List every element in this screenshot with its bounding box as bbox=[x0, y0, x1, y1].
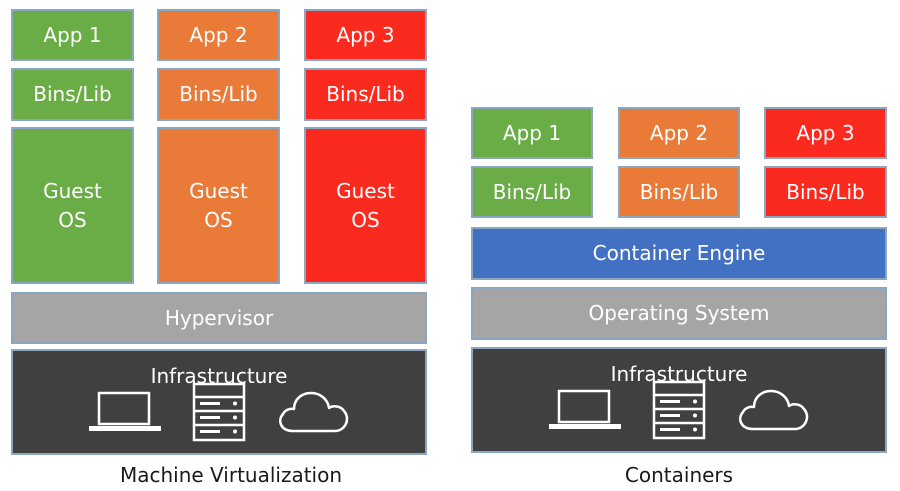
vm-guest-os-2-box: Guest OS bbox=[157, 127, 280, 284]
ct-operating-system-label: Operating System bbox=[588, 301, 770, 325]
ct-bins-1-box: Bins/Lib bbox=[471, 166, 593, 218]
vm-caption: Machine Virtualization bbox=[119, 463, 343, 487]
ct-container-engine-label: Container Engine bbox=[592, 241, 766, 265]
vm-bins-3-label: Bins/Lib bbox=[326, 82, 405, 106]
vm-app-1-label: App 1 bbox=[43, 22, 102, 47]
cloud-icon bbox=[275, 389, 351, 443]
ct-app-1-label: App 1 bbox=[502, 120, 562, 145]
vm-hypervisor-label: Hypervisor bbox=[164, 305, 274, 330]
vm-guest-os-1-line1: Guest bbox=[43, 178, 102, 203]
ct-bins-3-box: Bins/Lib bbox=[764, 166, 887, 218]
ct-infrastructure-box: Infrastructure bbox=[471, 347, 887, 453]
vm-guest-os-2-line2: OS bbox=[204, 207, 233, 232]
vm-infrastructure-box: Infrastructure bbox=[11, 349, 427, 455]
ct-bins-3-label: Bins/Lib bbox=[786, 179, 865, 204]
vm-app-3-label: App 3 bbox=[336, 22, 395, 47]
vm-guest-os-3-line1: Guest bbox=[336, 178, 395, 203]
vm-bins-3-box: Bins/Lib bbox=[304, 68, 427, 121]
ct-bins-2-label: Bins/Lib bbox=[639, 179, 719, 204]
ct-app-3-box: App 3 bbox=[764, 107, 887, 159]
ct-bins-2-box: Bins/Lib bbox=[618, 166, 740, 218]
vm-app-2-label: App 2 bbox=[189, 22, 248, 47]
ct-bins-1-label: Bins/Lib bbox=[492, 179, 572, 204]
vm-guest-os-1-box: Guest OS bbox=[11, 127, 134, 284]
vm-app-1-box: App 1 bbox=[11, 9, 134, 61]
vm-bins-1-label: Bins/Lib bbox=[33, 82, 112, 106]
laptop-icon bbox=[547, 389, 623, 439]
ct-app-3-label: App 3 bbox=[796, 120, 855, 145]
laptop-icon bbox=[87, 391, 163, 441]
vm-bins-2-box: Bins/Lib bbox=[157, 68, 280, 121]
vm-guest-os-2-line1: Guest bbox=[189, 178, 248, 203]
vm-bins-2-label: Bins/Lib bbox=[179, 82, 258, 106]
vm-bins-1-box: Bins/Lib bbox=[11, 68, 134, 121]
ct-infrastructure-icons bbox=[473, 380, 885, 448]
ct-container-engine-box: Container Engine bbox=[471, 227, 887, 280]
vm-infrastructure-icons bbox=[13, 382, 425, 450]
ct-app-1-box: App 1 bbox=[471, 107, 593, 159]
ct-app-2-label: App 2 bbox=[649, 120, 709, 145]
vm-guest-os-3-line2: OS bbox=[351, 207, 380, 232]
vm-hypervisor-box: Hypervisor bbox=[11, 292, 427, 344]
vm-guest-os-3-box: Guest OS bbox=[304, 127, 427, 284]
server-icon bbox=[650, 380, 708, 448]
ct-operating-system-box: Operating System bbox=[471, 287, 887, 340]
server-icon bbox=[190, 382, 248, 450]
vm-guest-os-1-line2: OS bbox=[58, 207, 87, 232]
cloud-icon bbox=[735, 387, 811, 441]
ct-app-2-box: App 2 bbox=[618, 107, 740, 159]
vm-app-2-box: App 2 bbox=[157, 9, 280, 61]
ct-caption: Containers bbox=[624, 463, 734, 487]
vm-app-3-box: App 3 bbox=[304, 9, 427, 61]
